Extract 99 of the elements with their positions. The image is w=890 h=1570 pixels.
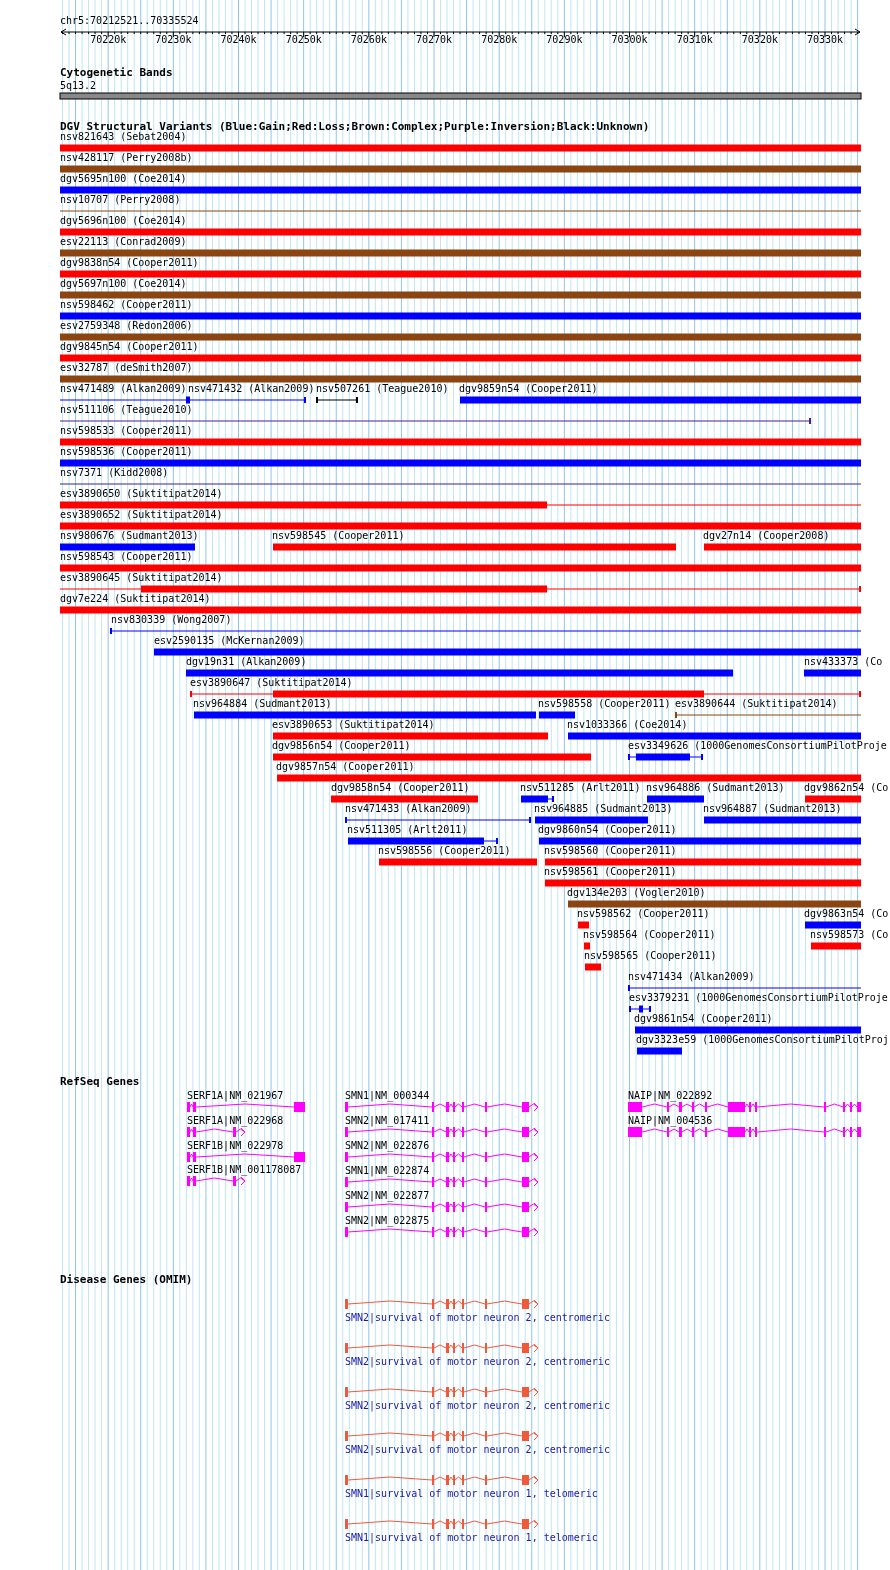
variant-label: dgv9861n54 (Cooper2011) [634, 1013, 773, 1025]
variant-label: dgv9845n54 (Cooper2011) [60, 341, 199, 353]
disease-gene-label: SMN1|survival of motor neuron 1, telomeric [345, 1488, 598, 1500]
variant-label: esv3890645 (Suktitipat2014) [60, 572, 223, 584]
variant-label: nsv433373 (Co [804, 656, 883, 668]
tick-label: 70330k [807, 34, 844, 46]
variant-label: esv3890652 (Suktitipat2014) [60, 509, 223, 521]
disease-gene-label: SMN2|survival of motor neuron 2, centromeric [345, 1312, 610, 1324]
variant-label: dgv9858n54 (Cooper2011) [331, 782, 470, 794]
tick-label: 70300k [611, 34, 648, 46]
gene-label: SMN2|NM_022875 [345, 1215, 430, 1227]
variant-label: dgv9857n54 (Cooper2011) [276, 761, 415, 773]
gene-label: SMN2|NM_017411 [345, 1115, 430, 1127]
variant-label: dgv9838n54 (Cooper2011) [60, 257, 199, 269]
tick-label: 70290k [546, 34, 583, 46]
variant-label: nsv821643 (Sebat2004) [60, 131, 187, 143]
disease-gene-label: SMN2|survival of motor neuron 2, centromeric [345, 1356, 610, 1368]
track-title: Cytogenetic Bands [60, 67, 173, 79]
tick-label: 70310k [676, 34, 713, 46]
variant-label: esv22113 (Conrad2009) [60, 236, 187, 248]
variant-label: nsv598573 (Co [810, 929, 889, 941]
track-title: Disease Genes (OMIM) [60, 1274, 193, 1286]
gene-label: NAIP|NM_004536 [628, 1115, 713, 1127]
gene-label: SMN1|NM_000344 [345, 1090, 430, 1102]
variant-label: dgv134e203 (Vogler2010) [567, 887, 706, 899]
variant-label: dgv9856n54 (Cooper2011) [272, 740, 411, 752]
variant-label: dgv9862n54 (Co [804, 782, 889, 794]
variant-label: nsv598558 (Cooper2011) [538, 698, 671, 710]
variant-label: nsv980676 (Sudmant2013) [60, 530, 199, 542]
variant-label: esv2759348 (Redon2006) [60, 320, 193, 332]
variant-label: esv3349626 (1000GenomesConsortiumPilotProje [628, 740, 887, 752]
variant-label: nsv830339 (Wong2007) [111, 614, 232, 626]
variant-label: nsv1033366 (Coe2014) [567, 719, 688, 731]
gene-label: SERF1A|NM_022968 [187, 1115, 284, 1127]
variant-label: nsv964885 (Sudmant2013) [534, 803, 673, 815]
band-label: 5q13.2 [60, 80, 97, 92]
variant-label: esv3890647 (Suktitipat2014) [190, 677, 353, 689]
tick-label: 70230k [155, 34, 192, 46]
variant-label: nsv598561 (Cooper2011) [544, 866, 677, 878]
variant-label: nsv598562 (Cooper2011) [577, 908, 710, 920]
tick-label: 70220k [90, 34, 127, 46]
variant-label: nsv598543 (Cooper2011) [60, 551, 193, 563]
variant-label: nsv598556 (Cooper2011) [378, 845, 511, 857]
variant-label: nsv511106 (Teague2010) [60, 404, 193, 416]
tick-label: 70260k [350, 34, 387, 46]
variant-label: nsv598545 (Cooper2011) [272, 530, 405, 542]
variant-label: nsv511285 (Arlt2011) [520, 782, 641, 794]
variant-label: nsv428117 (Perry2008b) [60, 152, 193, 164]
variant-label: nsv7371 (Kidd2008) [60, 467, 169, 479]
variant-label: dgv5695n100 (Coe2014) [60, 173, 187, 185]
track-title: RefSeq Genes [60, 1076, 140, 1088]
variant-label: nsv598565 (Cooper2011) [584, 950, 717, 962]
variant-label: dgv5697n100 (Coe2014) [60, 278, 187, 290]
variant-label: nsv964884 (Sudmant2013) [193, 698, 332, 710]
gene-label: SMN2|NM_022876 [345, 1140, 430, 1152]
variant-label: nsv964887 (Sudmant2013) [703, 803, 842, 815]
gene-label: SMN1|NM_022874 [345, 1165, 430, 1177]
variant-label: esv3890653 (Suktitipat2014) [272, 719, 435, 731]
variant-label: esv3890644 (Suktitipat2014) [675, 698, 838, 710]
variant-label: nsv471434 (Alkan2009) [628, 971, 755, 983]
variant-label: dgv5696n100 (Coe2014) [60, 215, 187, 227]
gene-label: NAIP|NM_022892 [628, 1090, 713, 1102]
variant-label: nsv471489 (Alkan2009) [60, 383, 187, 395]
disease-gene-label: SMN2|survival of motor neuron 2, centromeric [345, 1444, 610, 1456]
tick-label: 70270k [416, 34, 453, 46]
variant-label: esv32787 (deSmith2007) [60, 362, 193, 374]
variant-label: esv2590135 (McKernan2009) [154, 635, 305, 647]
disease-gene-label: SMN1|survival of motor neuron 1, telomeric [345, 1532, 598, 1544]
variant-label: dgv19n31 (Alkan2009) [186, 656, 307, 668]
variant-label: nsv471432 (Alkan2009) [188, 383, 315, 395]
variant-label: nsv471433 (Alkan2009) [345, 803, 472, 815]
variant-label: nsv598462 (Cooper2011) [60, 299, 193, 311]
gene-label: SERF1B|NM_022978 [187, 1140, 284, 1152]
variant-label: esv3890650 (Suktitipat2014) [60, 488, 223, 500]
variant-label: esv3379231 (1000GenomesConsortiumPilotProje [629, 992, 888, 1004]
track-title: DGV Structural Variants (Blue:Gain;Red:Loss;Brown:Complex;Purple:Inversion;Black:Unknown) [60, 121, 650, 133]
variant-label: dgv3323e59 (1000GenomesConsortiumPilotProj [636, 1034, 889, 1046]
gene-label: SERF1B|NM_001178087 [187, 1164, 302, 1176]
variant-label: dgv9863n54 (Co [804, 908, 889, 920]
gene-label: SMN2|NM_022877 [345, 1190, 430, 1202]
variant-label: dgv9860n54 (Cooper2011) [538, 824, 677, 836]
tick-label: 70320k [741, 34, 778, 46]
variant-label: dgv9859n54 (Cooper2011) [459, 383, 598, 395]
variant-label: nsv10707 (Perry2008) [60, 194, 181, 206]
variant-label: nsv598564 (Cooper2011) [583, 929, 716, 941]
tick-label: 70280k [481, 34, 518, 46]
variant-label: nsv598560 (Cooper2011) [544, 845, 677, 857]
variant-label: nsv598536 (Cooper2011) [60, 446, 193, 458]
variant-label: dgv27n14 (Cooper2008) [703, 530, 830, 542]
variant-label: nsv598533 (Cooper2011) [60, 425, 193, 437]
coordinate-range-label: chr5:70212521..70335524 [60, 15, 199, 27]
variant-label: nsv511305 (Arlt2011) [347, 824, 468, 836]
variant-label: nsv507261 (Teague2010) [316, 383, 449, 395]
gene-label: SERF1A|NM_021967 [187, 1090, 284, 1102]
variant-label: nsv964886 (Sudmant2013) [646, 782, 785, 794]
variant-label: dgv7e224 (Suktitipat2014) [60, 593, 211, 605]
disease-gene-label: SMN2|survival of motor neuron 2, centromeric [345, 1400, 610, 1412]
tick-label: 70240k [220, 34, 257, 46]
tick-label: 70250k [285, 34, 322, 46]
